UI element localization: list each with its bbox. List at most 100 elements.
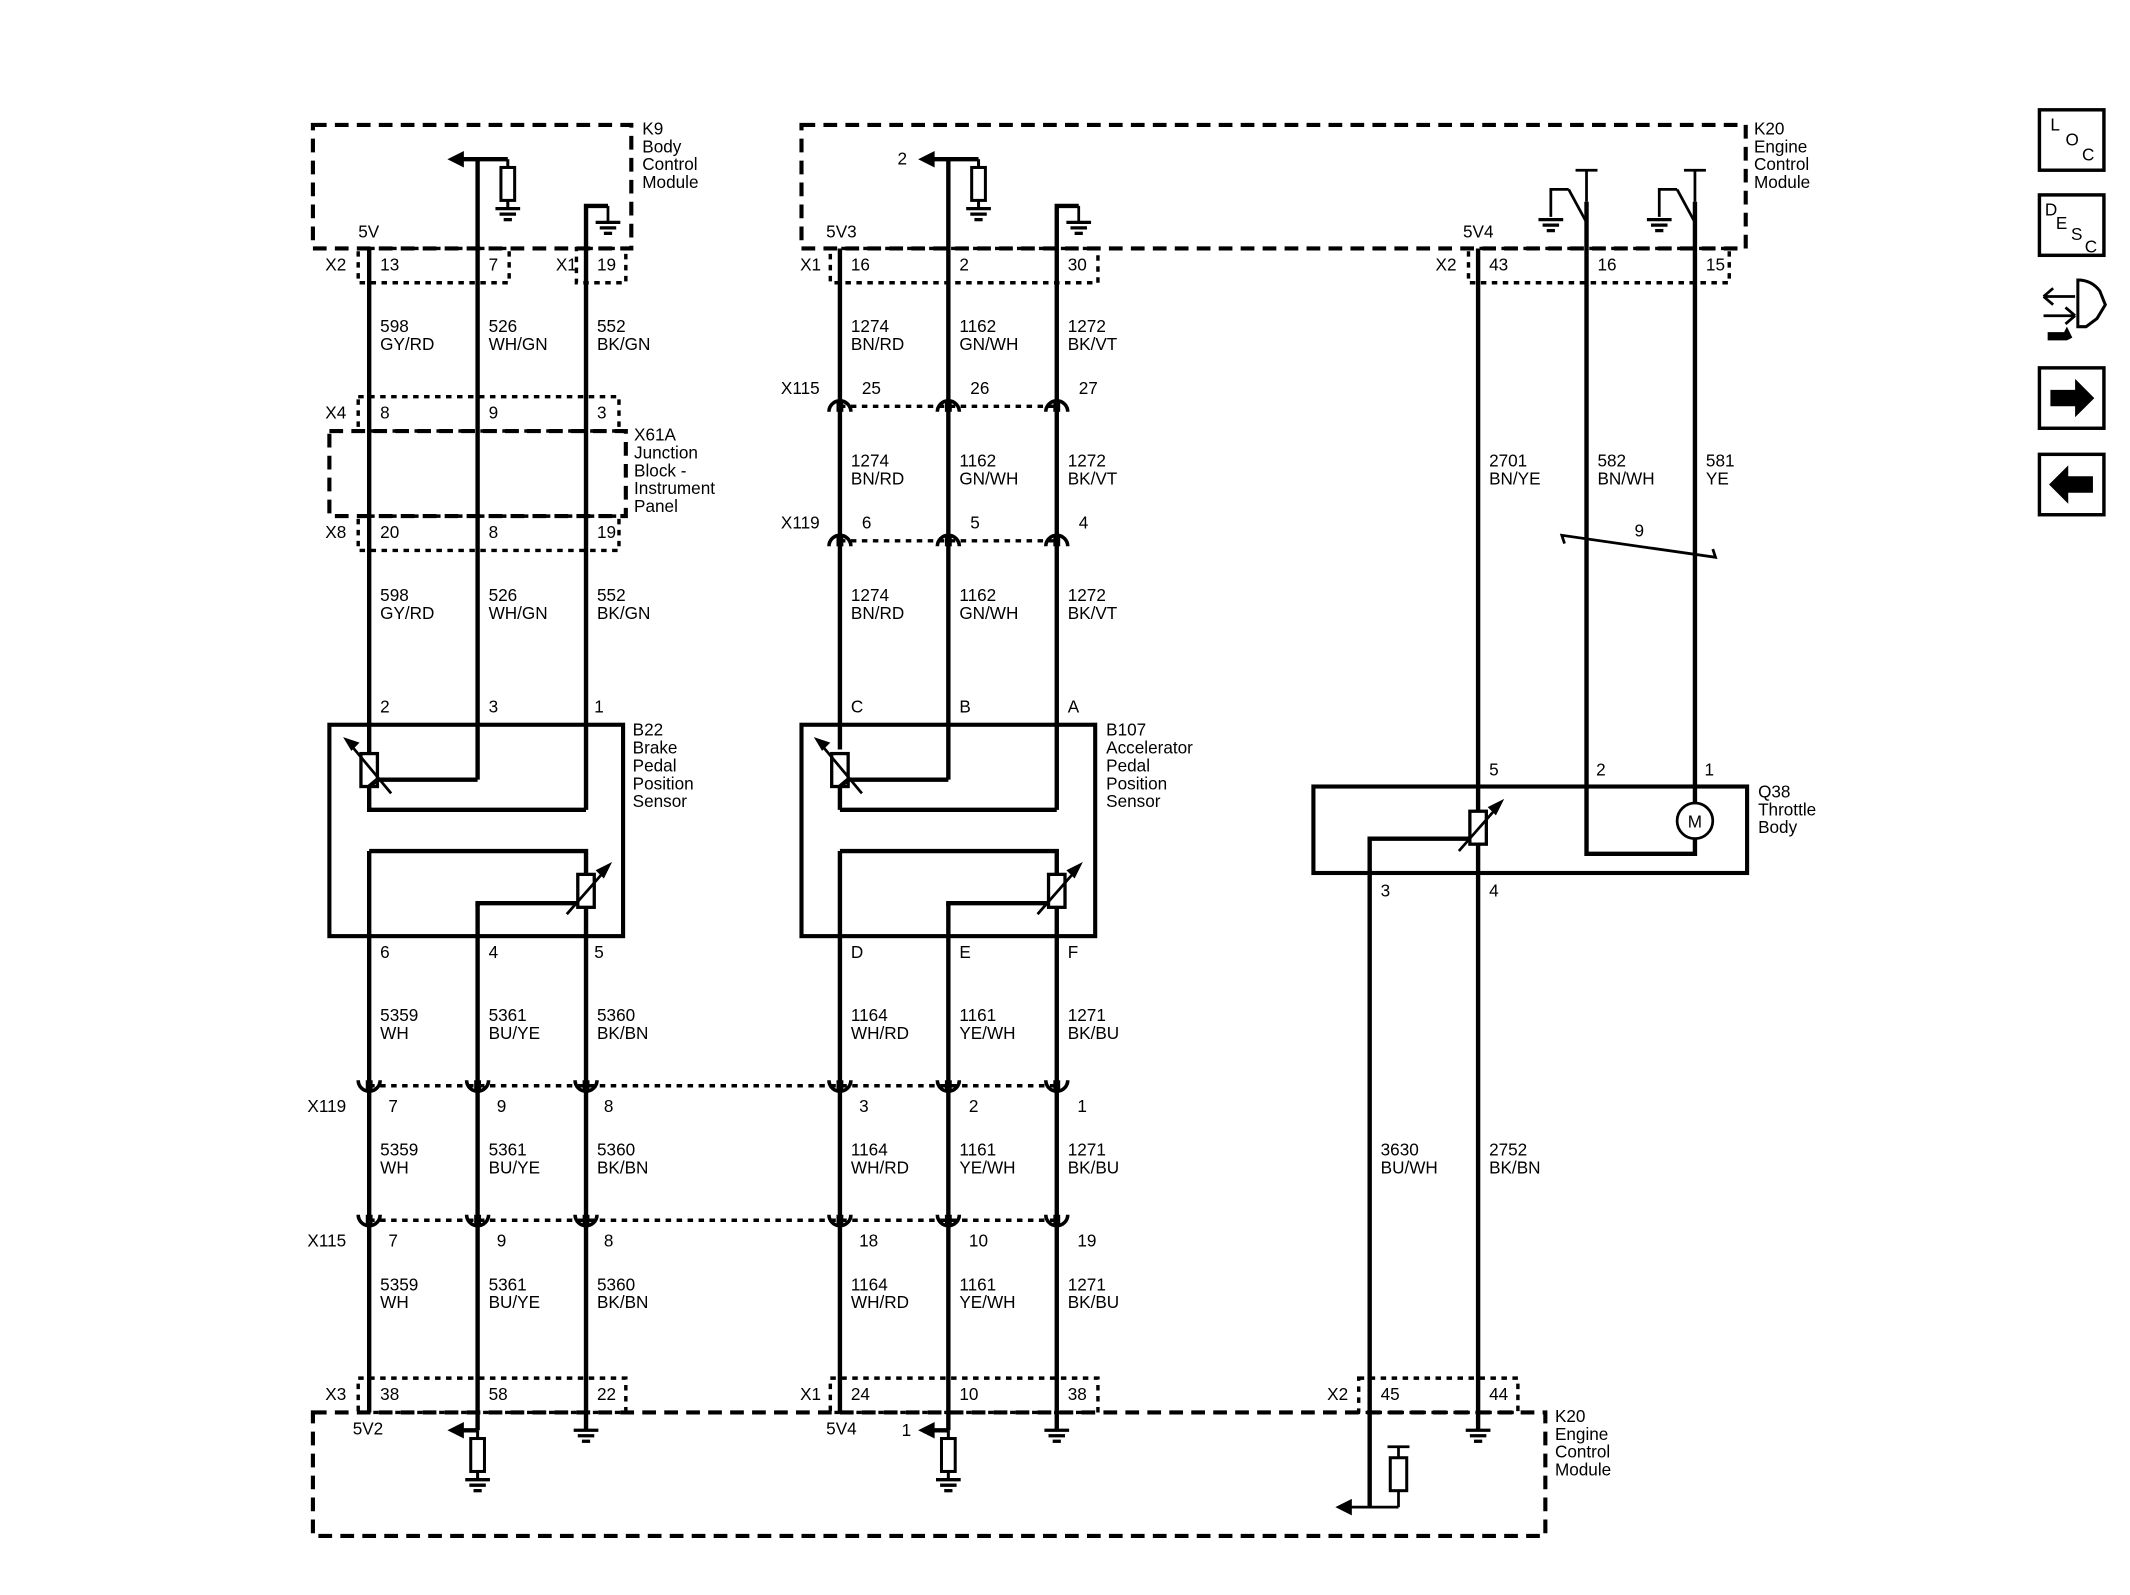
wire-w582-color: BN/WH [1598, 469, 1655, 489]
wire-w5361-a-color: BU/YE [489, 1023, 540, 1043]
connector-k20-x1-top: X1 [800, 254, 821, 274]
pin-b107-c: C [851, 696, 863, 716]
wire-w1272-a-circuit: 1272 [1068, 316, 1106, 336]
connector-k20-x3: X3 [325, 1384, 346, 1404]
b22-sensor-label-line-4: Position [633, 773, 694, 793]
x61a-label-line-2: Junction [634, 442, 698, 462]
connector-k20-x2-bottom: X2 [1327, 1384, 1348, 1404]
b22-sensor-outline [327, 722, 626, 939]
wire-w2701-circuit: 2701 [1489, 451, 1527, 471]
desc-letter-3: S [2071, 224, 2082, 244]
next-page-arrow-icon[interactable] [2037, 366, 2106, 430]
wire-w581-circuit: 581 [1706, 451, 1735, 471]
nav-desc-button[interactable]: D E S C [2037, 193, 2106, 258]
pin-x8-8: 8 [489, 522, 499, 542]
k20-x1b-connector-outline [828, 1376, 1100, 1415]
b107-sensor-label-line-3: Pedal [1106, 755, 1150, 775]
reference-5v: 5V [358, 221, 380, 241]
k20-module-bottom-outline [310, 1410, 1548, 1539]
reference-5v4-top: 5V4 [1463, 221, 1494, 241]
k20-bottom-module-label-line-2: Engine [1555, 1424, 1608, 1444]
wire-w1272-a-color: BK/VT [1068, 334, 1118, 354]
wire-w1162-c-color: GN/WH [959, 603, 1018, 623]
pin-q38-2: 2 [1596, 760, 1606, 780]
pin-k20-2: 2 [959, 254, 969, 274]
k9-module-label-line-3: Control [642, 154, 697, 174]
wire-w5361-c-color: BU/YE [489, 1292, 540, 1312]
x61a-label-line-3: Block - [634, 460, 686, 480]
wire-w1272-c-color: BK/VT [1068, 603, 1118, 623]
wire-w552-a-circuit: 552 [597, 316, 626, 336]
wire-w1272-b-color: BK/VT [1068, 469, 1118, 489]
k9-module-label-line-2: Body [642, 136, 681, 156]
wire-w526-b-color: WH/GN [489, 603, 548, 623]
pin-k20-58: 58 [489, 1384, 508, 1404]
nav-loc-button[interactable]: L O C [2037, 108, 2106, 172]
pin-x119b-2: 2 [969, 1096, 979, 1116]
x61a-label-line-1: X61A [634, 425, 676, 445]
wire-w1161-a-circuit: 1161 [959, 1005, 996, 1025]
pin-b22-1: 1 [594, 696, 604, 716]
wire-w5359-b-circuit: 5359 [380, 1140, 418, 1160]
wire-w5360-a-circuit: 5360 [597, 1005, 635, 1025]
previous-page-arrow-icon[interactable] [2037, 452, 2106, 517]
wire-w1274-a-circuit: 1274 [851, 316, 890, 336]
connector-end-view-icon[interactable] [2042, 278, 2107, 341]
pin-x119-5: 5 [970, 512, 980, 532]
x4-connector-outline [356, 394, 621, 433]
pin-q38-4: 4 [1489, 880, 1499, 900]
b22-sensor-label-line-3: Pedal [633, 755, 677, 775]
k20-x2-connector-outline [1466, 246, 1731, 285]
wire-w5359-a-color: WH [380, 1023, 409, 1043]
k9-connector-outline [356, 246, 511, 285]
wire-w5361-b-color: BU/YE [489, 1158, 540, 1178]
wire-w1161-b-circuit: 1161 [959, 1140, 996, 1160]
wire-w5359-c-color: WH [380, 1292, 409, 1312]
pin-x4-3: 3 [597, 403, 607, 423]
q38-throttle-body-outline [1311, 784, 1750, 876]
wire-w5360-a-color: BK/BN [597, 1023, 648, 1043]
wire-w5361-a-circuit: 5361 [489, 1005, 527, 1025]
wire-w1272-c-circuit: 1272 [1068, 585, 1106, 605]
wire-w1164-b-color: WH/RD [851, 1158, 909, 1178]
x61a-label-line-5: Panel [634, 496, 678, 516]
reference-5v4-bottom: 5V4 [826, 1418, 857, 1438]
b107-sensor-label-line-2: Accelerator [1106, 738, 1193, 758]
pin-k20-38: 38 [380, 1384, 399, 1404]
wire-w3630-circuit: 3630 [1381, 1140, 1419, 1160]
connector-x4: X4 [325, 403, 346, 423]
wire-w552-b-circuit: 552 [597, 585, 626, 605]
wire-w5359-c-circuit: 5359 [380, 1274, 418, 1294]
reference-1: 1 [902, 1420, 912, 1440]
pin-q38-3: 3 [1381, 880, 1391, 900]
pin-x4-8: 8 [380, 403, 390, 423]
wire-w1271-b-color: BK/BU [1068, 1158, 1119, 1178]
wire-w1162-a-circuit: 1162 [959, 316, 996, 336]
pin-b22-3: 3 [489, 696, 499, 716]
wire-w5359-a-circuit: 5359 [380, 1005, 418, 1025]
k20-bottom-module-label-line-1: K20 [1555, 1406, 1585, 1426]
wire-w1162-c-circuit: 1162 [959, 585, 996, 605]
b107-sensor-label-line-4: Position [1106, 773, 1167, 793]
k20-top-module-label-line-3: Control [1754, 154, 1809, 174]
pin-b22-2: 2 [380, 696, 390, 716]
pin-x115b-7: 7 [388, 1230, 398, 1250]
pin-x8-20: 20 [380, 522, 399, 542]
k20-bottom-module-label-line-4: Module [1555, 1460, 1611, 1480]
wire-w2752-color: BK/BN [1489, 1158, 1540, 1178]
pin-x119b-9: 9 [497, 1096, 507, 1116]
pin-k20-45: 45 [1381, 1384, 1400, 1404]
wire-w1271-c-circuit: 1271 [1068, 1274, 1106, 1294]
k9-x1-connector-outline [574, 246, 628, 285]
loc-letter-2: O [2065, 129, 2078, 149]
pin-b107-e: E [959, 942, 970, 962]
wire-w1271-b-circuit: 1271 [1068, 1140, 1106, 1160]
k9-internal [447, 150, 622, 235]
k20-top-module-label-line-4: Module [1754, 172, 1810, 192]
wire-w2752-circuit: 2752 [1489, 1140, 1527, 1160]
pin-x119-4: 4 [1079, 512, 1089, 532]
desc-letter-1: D [2045, 200, 2057, 220]
pin-k20-43: 43 [1489, 254, 1508, 274]
desc-letter-4: C [2085, 237, 2097, 257]
wire-w5360-c-circuit: 5360 [597, 1274, 635, 1294]
